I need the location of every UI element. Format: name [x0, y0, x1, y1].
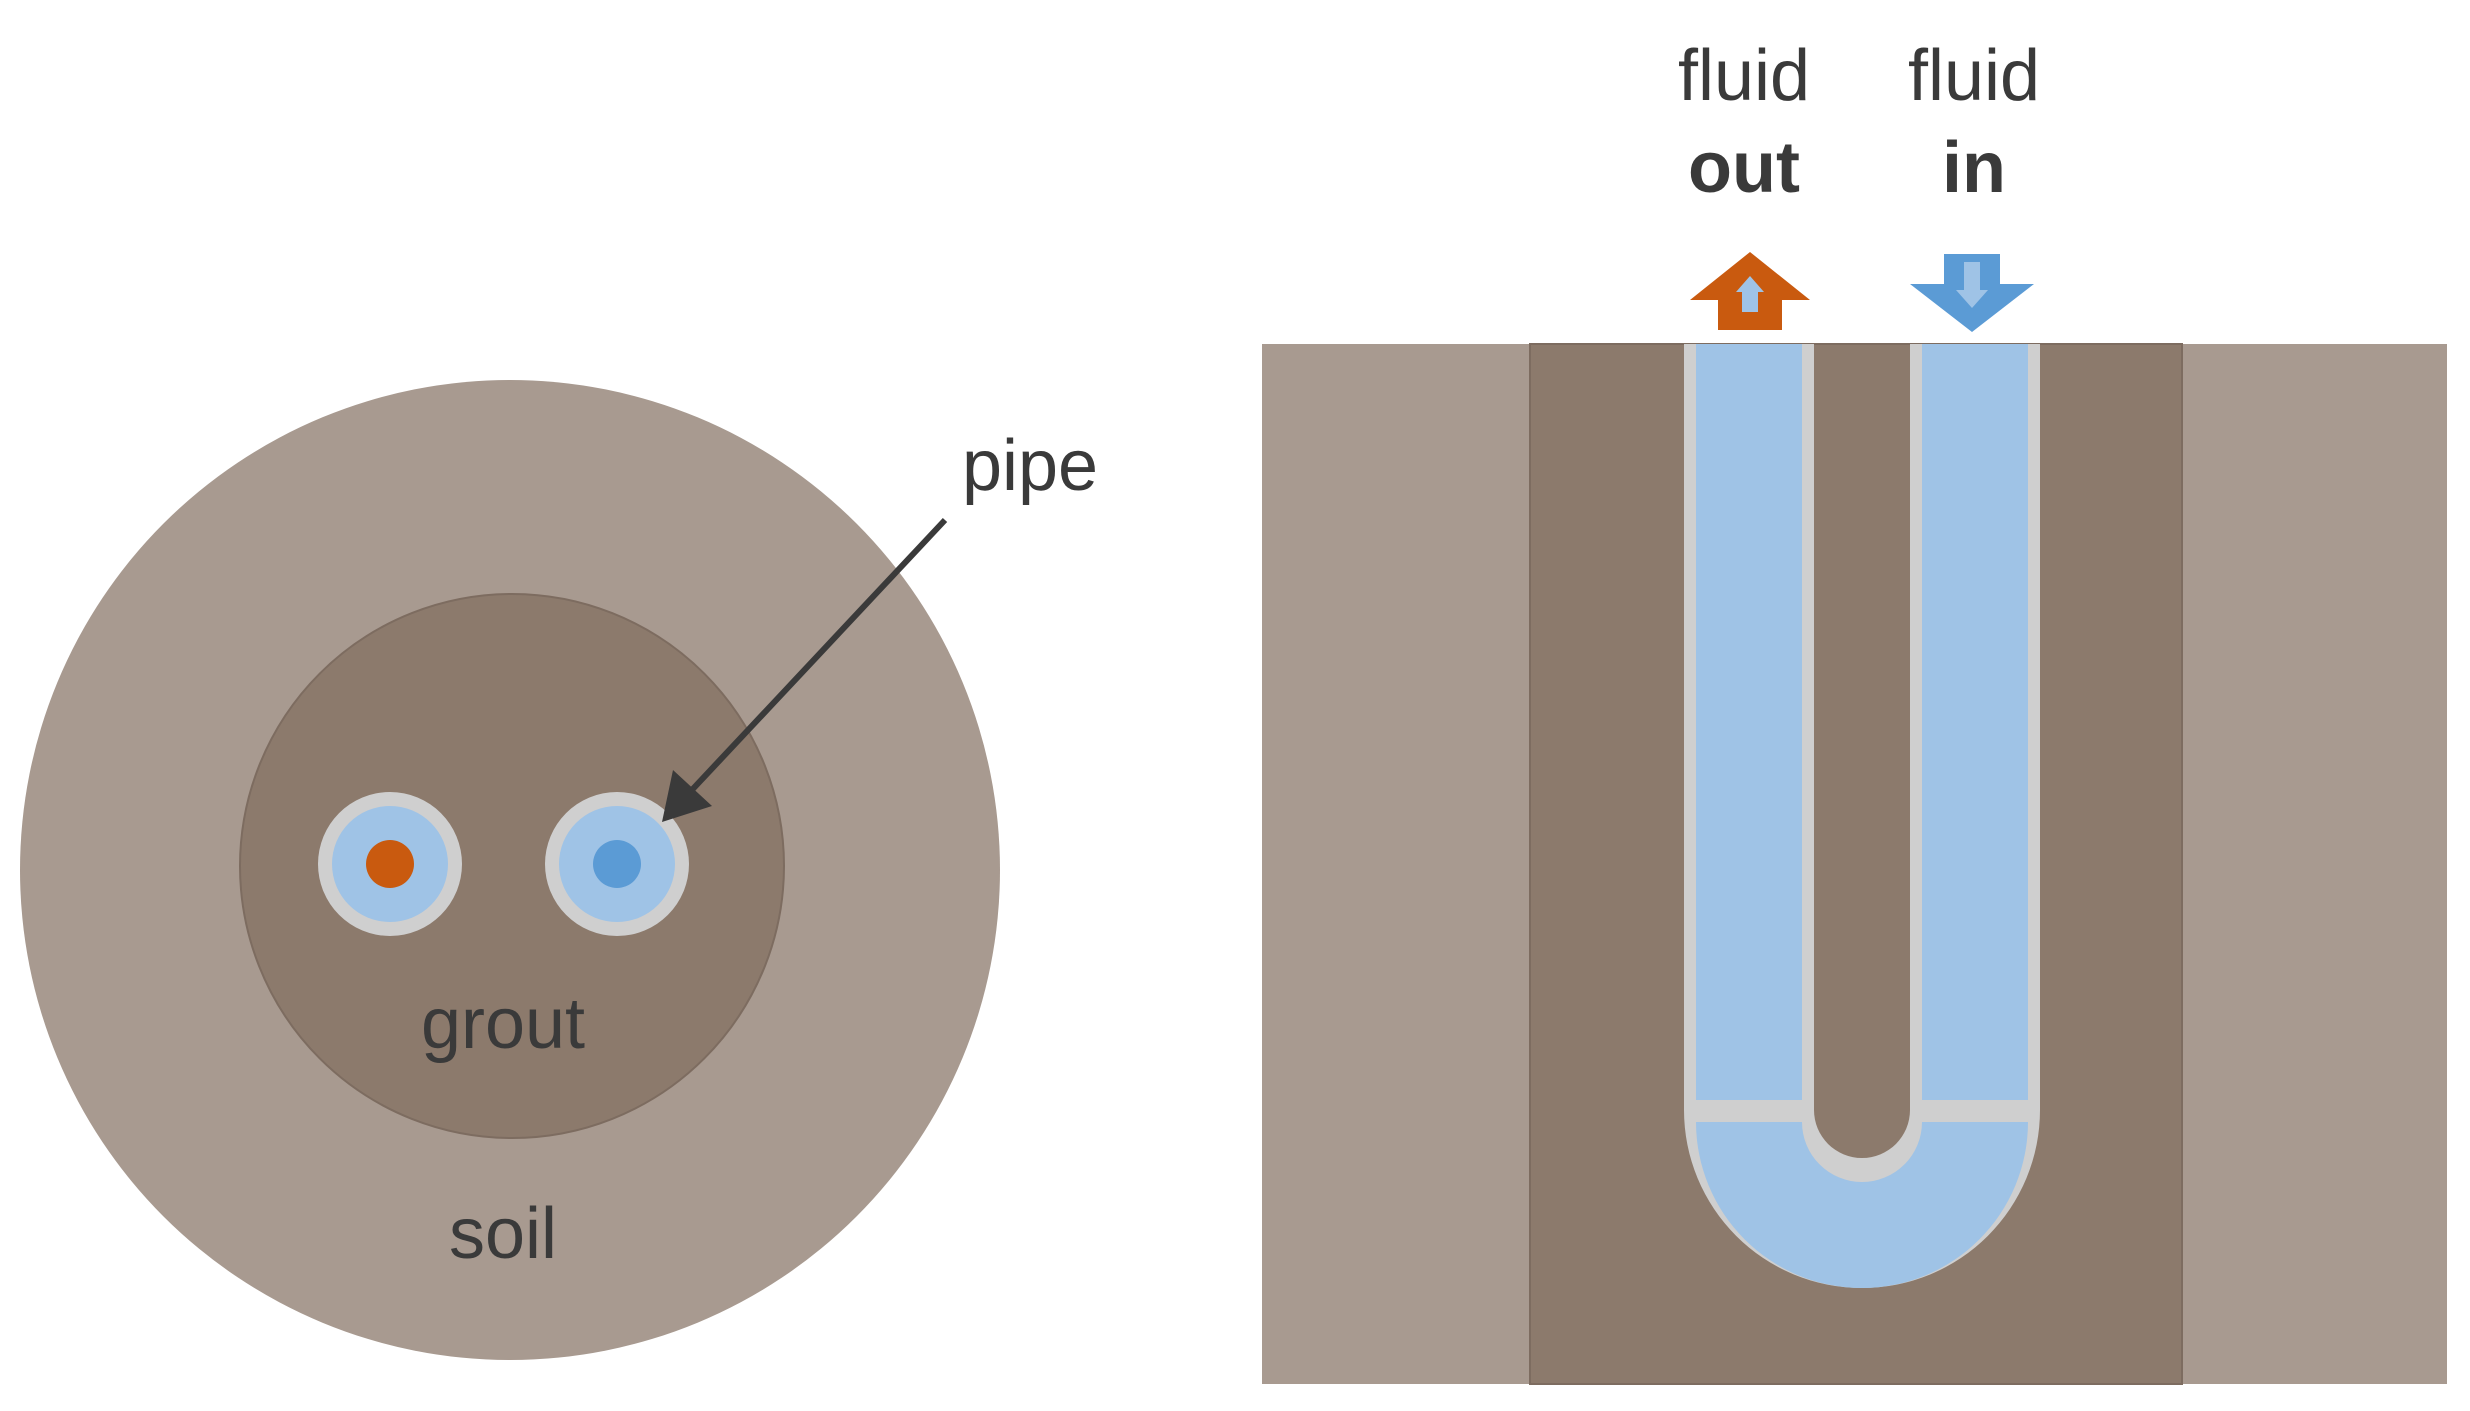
- inlet-leg-fluid: [1922, 344, 2028, 1100]
- outlet-pipe-section: [318, 792, 462, 936]
- grout-region: [239, 593, 785, 1139]
- cold-fluid-core: [593, 840, 641, 888]
- fluid-in-label-line2: in: [1942, 128, 2006, 208]
- grout-label: grout: [421, 984, 585, 1064]
- inlet-pipe-section: [545, 792, 689, 936]
- fluid-in-label-line1: fluid: [1908, 36, 2040, 116]
- fluid-in-arrow-icon: [1910, 254, 2034, 332]
- cross-section-view: pipe grout soil: [20, 380, 1098, 1360]
- hot-fluid-core: [366, 840, 414, 888]
- bend-fluid: [1696, 1122, 2028, 1288]
- fluid-out-label-line1: fluid: [1678, 36, 1810, 116]
- borehole-longitudinal-view: fluid out fluid in: [1262, 36, 2447, 1385]
- outlet-leg-fluid: [1696, 344, 1802, 1100]
- fluid-out-label-line2: out: [1688, 128, 1800, 208]
- fluid-out-arrow-icon: [1690, 252, 1810, 330]
- pipe-pointer-arrow: [662, 517, 948, 822]
- u-tube-pipe: [1684, 344, 2040, 1288]
- pipe-label: pipe: [962, 426, 1098, 506]
- soil-label: soil: [449, 1194, 557, 1274]
